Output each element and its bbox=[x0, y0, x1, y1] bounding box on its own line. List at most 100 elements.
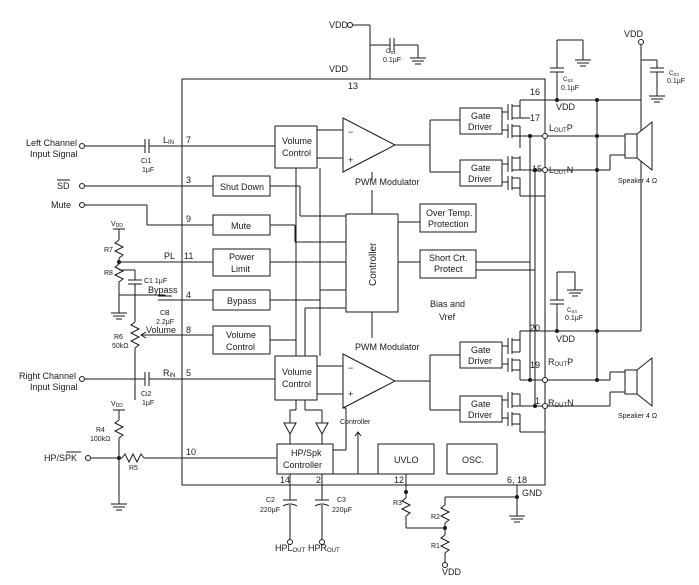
svg-text:Driver: Driver bbox=[468, 356, 492, 366]
volume-control-block: Volume Control bbox=[212, 325, 271, 355]
cb-value: 2.2µF bbox=[156, 319, 174, 326]
vdd-pin16-label: VDD bbox=[556, 102, 576, 112]
top-vdd-supply: VDD CS1 0.1µF VDD 13 bbox=[329, 20, 426, 91]
cs3-value: 0.1µF bbox=[667, 78, 685, 85]
controller-block: Controller bbox=[345, 213, 399, 313]
control-inputs: SD 3 Mute 9 bbox=[51, 175, 213, 226]
cs4-bypass: CS4 0.1µF 20 VDD bbox=[530, 271, 641, 344]
c1-label: C1 1µF bbox=[144, 278, 167, 285]
svg-text:Gate: Gate bbox=[471, 163, 491, 173]
ci1-label: Ci1 bbox=[141, 158, 152, 165]
pwm-modulator-bottom-label: PWM Modulator bbox=[355, 342, 420, 352]
svg-text:Driver: Driver bbox=[468, 410, 492, 420]
svg-text:+: + bbox=[348, 389, 353, 399]
r4-label: R4 bbox=[96, 427, 105, 434]
svg-text:Short Crt.: Short Crt. bbox=[429, 253, 468, 263]
svg-text:HP/Spk: HP/Spk bbox=[291, 448, 322, 458]
mute-label: Mute bbox=[51, 200, 71, 210]
left-pwm-modulator: − + PWM Modulator bbox=[317, 117, 460, 187]
cb-label: CB bbox=[160, 310, 170, 317]
hp-spk-controller-block: HP/Spk Controller bbox=[276, 443, 334, 475]
cs2-value: 0.1µF bbox=[561, 85, 579, 92]
svg-text:Bypass: Bypass bbox=[227, 296, 257, 306]
svg-text:Over Temp.: Over Temp. bbox=[426, 208, 472, 218]
svg-text:Control: Control bbox=[282, 148, 311, 158]
speaker-bottom-label: Speaker 4 Ω bbox=[618, 413, 657, 420]
r7-label: R7 bbox=[104, 247, 113, 254]
right-vdd-supply: VDD CS3 0.1µF CS2 0.1µF 16 VDD bbox=[530, 29, 685, 331]
pin-5: 5 bbox=[186, 368, 191, 378]
pin-7: 7 bbox=[186, 135, 191, 145]
svg-text:Driver: Driver bbox=[468, 174, 492, 184]
hp-spk-label: HP/SPK bbox=[44, 453, 77, 463]
cs4-value: 0.1µF bbox=[565, 315, 583, 322]
svg-text:UVLO: UVLO bbox=[394, 455, 419, 465]
gate-driver-4: Gate Driver bbox=[459, 395, 503, 423]
c2-value: 220µF bbox=[260, 507, 280, 514]
r1-label: R1 bbox=[431, 543, 440, 550]
right-input-label-1: Right Channel bbox=[19, 371, 76, 381]
left-volume-control-block: Volume Control bbox=[274, 125, 318, 169]
bias-vref-block: Bias and Vref bbox=[430, 299, 465, 322]
left-channel-input: Left Channel Input Signal Ci1 1µF LIN 7 bbox=[26, 135, 275, 174]
pin-11: 11 bbox=[184, 251, 193, 261]
svg-text:+: + bbox=[348, 155, 353, 165]
cs4-label: CS4 bbox=[567, 308, 577, 314]
right-speaker-output: ROUTP ROUTN Speaker 4 Ω bbox=[542, 356, 657, 420]
rin-label: RIN bbox=[163, 368, 176, 379]
svg-text:Limit: Limit bbox=[231, 264, 251, 274]
pin-13: 13 bbox=[348, 81, 358, 91]
c3-value: 220µF bbox=[332, 507, 352, 514]
cs3-label: CS3 bbox=[669, 71, 679, 77]
lin-label: LIN bbox=[163, 135, 174, 146]
svg-text:Control: Control bbox=[226, 342, 255, 352]
cs2-label: CS2 bbox=[563, 77, 573, 83]
vdd-top-label: VDD bbox=[329, 20, 349, 30]
gnd-label: GND bbox=[522, 488, 543, 498]
r6-value: 50kΩ bbox=[112, 343, 129, 350]
pl-label: PL bbox=[164, 251, 175, 261]
pin-6-18: 6, 18 bbox=[507, 475, 527, 485]
right-input-label-2: Input Signal bbox=[30, 382, 78, 392]
volume-signal-label: Volume bbox=[146, 325, 176, 335]
svg-text:Control: Control bbox=[282, 379, 311, 389]
svg-text:Gate: Gate bbox=[471, 111, 491, 121]
svg-text:Controller: Controller bbox=[283, 460, 322, 470]
pin-9: 9 bbox=[186, 214, 191, 224]
left-input-label-2: Input Signal bbox=[30, 149, 78, 159]
loutn-label: LOUTN bbox=[549, 165, 573, 176]
svg-text:Protect: Protect bbox=[434, 264, 463, 274]
gate-driver-2: Gate Driver bbox=[459, 159, 503, 187]
power-limit-block: Power Limit bbox=[212, 248, 271, 277]
ci2-value: 1µF bbox=[142, 400, 154, 407]
bypass-block: Bypass bbox=[212, 289, 271, 311]
pin-4: 4 bbox=[186, 290, 191, 300]
svg-text:Controller: Controller bbox=[368, 242, 379, 286]
pin-2: 2 bbox=[316, 475, 321, 485]
pwm-modulator-top-label: PWM Modulator bbox=[355, 177, 420, 187]
pin-8: 8 bbox=[186, 325, 191, 335]
hp-spk-input: VDD R4 100kΩ HP/SPK R5 10 bbox=[44, 401, 277, 511]
svg-text:Gate: Gate bbox=[471, 345, 491, 355]
svg-text:Bias and: Bias and bbox=[430, 299, 465, 309]
right-volume-control-block: Volume Control bbox=[274, 355, 318, 401]
bottom-pins: 14 2 12 6, 18 C2 220µF HPLOUT C3 220µF H… bbox=[260, 474, 543, 577]
svg-text:−: − bbox=[348, 363, 353, 373]
vdd-r4-label: VDD bbox=[111, 401, 123, 409]
svg-text:Vref: Vref bbox=[439, 312, 456, 322]
right-output-stage: 19 1 bbox=[502, 262, 546, 485]
r5-label: R5 bbox=[129, 465, 138, 472]
routn-label: ROUTN bbox=[548, 398, 574, 409]
svg-text:Volume: Volume bbox=[226, 330, 256, 340]
hpr-out-label: HPROUT bbox=[308, 543, 340, 554]
r4-value: 100kΩ bbox=[90, 436, 110, 443]
sd-label: SD bbox=[57, 181, 70, 191]
svg-text:Volume: Volume bbox=[282, 367, 312, 377]
svg-text:Gate: Gate bbox=[471, 399, 491, 409]
loutp-label: LOUTP bbox=[549, 123, 573, 134]
svg-text:Power: Power bbox=[229, 252, 255, 262]
uvlo-block: UVLO bbox=[377, 443, 435, 475]
pin-19: 19 bbox=[530, 360, 540, 370]
external-bias-network: VDD R7 R8 PL 11 C1 1µF Bypass CB 2.2µF 4 bbox=[104, 221, 213, 400]
